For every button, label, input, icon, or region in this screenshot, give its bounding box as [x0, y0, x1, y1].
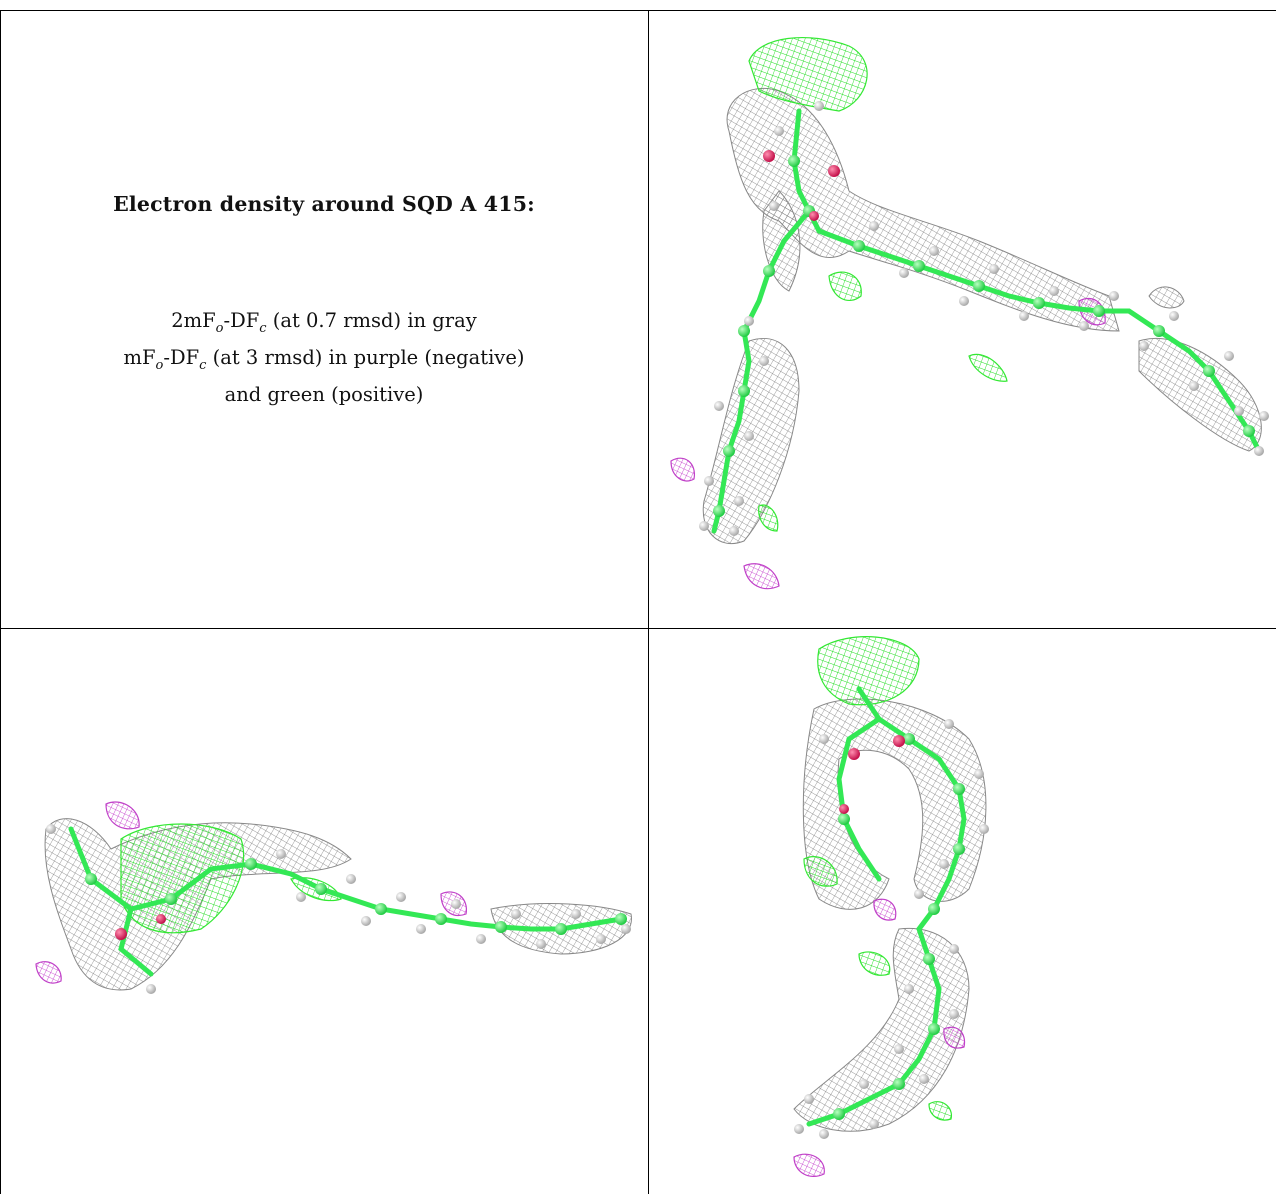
density-purple-bottom: [743, 563, 780, 590]
carbon-atoms: [713, 155, 1255, 517]
oxygen-atoms: [839, 735, 905, 814]
oxygen-atoms: [115, 914, 166, 940]
carbon-atoms: [85, 858, 627, 935]
molecule-view-bottom-right: [793, 636, 989, 1178]
view-bottom-right: [649, 629, 1276, 1194]
density-green-head: [120, 823, 245, 934]
caption-cell: Electron density around SQD A 415: 2mFo-…: [0, 24, 648, 628]
chain-bond-branch: [836, 716, 882, 882]
density-green-bottom: [758, 504, 779, 532]
density-gray-chain-right: [1138, 337, 1262, 452]
density-purple-left: [35, 961, 62, 984]
density-green-mid: [858, 951, 891, 976]
chain-bond: [68, 826, 624, 932]
density-gray-blob: [1148, 286, 1185, 309]
hydrogen-atoms: [699, 101, 1269, 536]
chain-bond-branch: [118, 906, 154, 977]
hydrogen-atoms: [46, 824, 631, 994]
caption-line-fo-fc: mFo-DFc (at 3 rmsd) in purple (negative): [123, 345, 525, 373]
density-green-left: [803, 856, 838, 887]
carbon-atoms: [833, 733, 965, 1120]
density-purple-mid: [873, 898, 897, 921]
density-purple-bottom: [793, 1153, 825, 1178]
grid-border-left: [0, 10, 1, 1194]
caption-body: 2mFo-DFc (at 0.7 rmsd) in gray mFo-DFc (…: [0, 306, 648, 409]
grid-divider-horizontal: [0, 628, 1276, 629]
molecule-view-top-right: [670, 36, 1269, 590]
density-green-mid: [828, 271, 862, 301]
density-gray-chain-left: [702, 338, 800, 545]
density-green-small: [968, 353, 1008, 382]
density-green-bottom: [928, 1101, 953, 1121]
oxygen-atoms: [763, 150, 840, 221]
hydrogen-atoms: [794, 719, 989, 1139]
caption-line-2fo-fc: 2mFo-DFc (at 0.7 rmsd) in gray: [171, 309, 477, 336]
caption-title: Electron density around SQD A 415:: [113, 192, 535, 216]
density-purple-right: [943, 1026, 966, 1049]
density-purple-top: [105, 801, 140, 830]
grid-divider-vertical: [648, 10, 649, 1194]
grid-border-top: [0, 10, 1276, 11]
view-bottom-left: [1, 629, 648, 1194]
view-top-right: [649, 11, 1276, 628]
caption-line-colors: and green (positive): [224, 382, 424, 406]
density-gray-upper: [726, 87, 1120, 332]
density-green-top: [817, 636, 920, 706]
density-green-top: [748, 36, 868, 112]
density-purple-left: [670, 457, 696, 482]
molecule-view-bottom-left: [35, 801, 632, 994]
